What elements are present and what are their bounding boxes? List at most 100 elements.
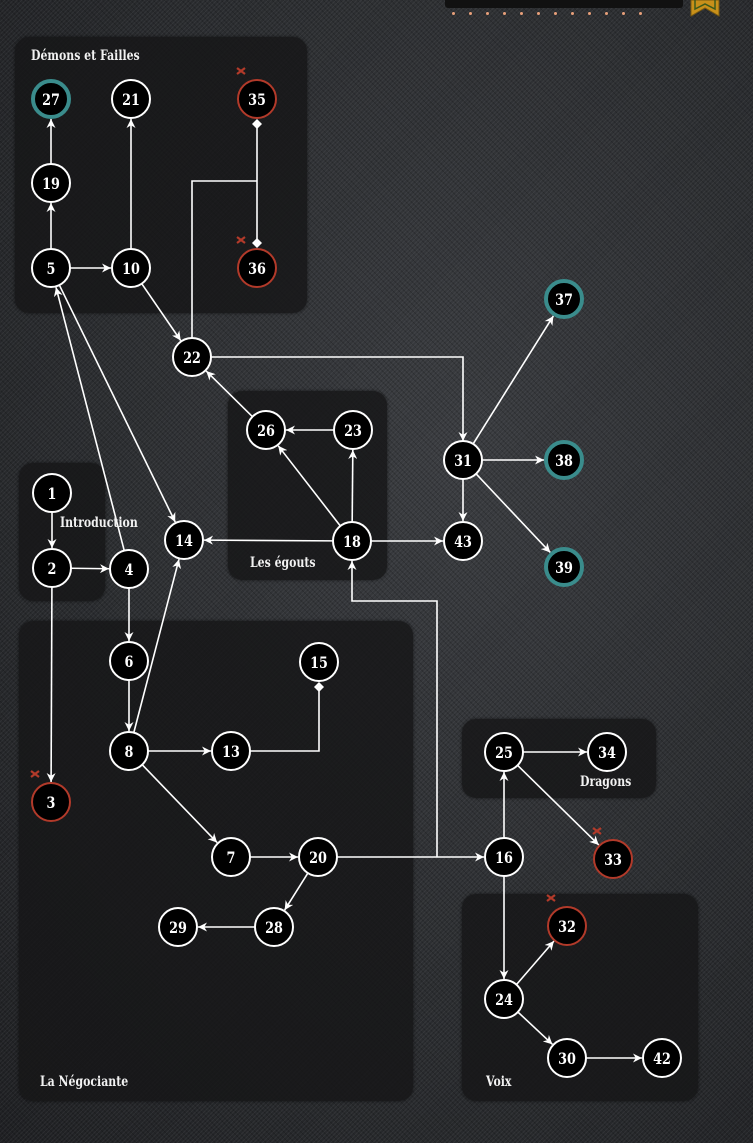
node-8[interactable]: 8 [109, 731, 149, 771]
edge-26-to-22 [205, 370, 254, 418]
node-label: 8 [125, 743, 134, 762]
node-39[interactable]: 39 [544, 547, 584, 587]
node-label: 16 [495, 849, 513, 868]
node-label: 38 [555, 452, 573, 471]
bookmark-ribbon-icon[interactable] [690, 0, 720, 17]
node-22[interactable]: 22 [172, 337, 212, 377]
node-circle [158, 907, 198, 947]
node-circle [32, 473, 72, 513]
node-circle [332, 521, 372, 561]
node-label: 39 [555, 559, 573, 578]
node-circle [31, 248, 71, 288]
node-29[interactable]: 29 [158, 907, 198, 947]
node-14[interactable]: 14 [164, 520, 204, 560]
node-label: 23 [344, 422, 362, 441]
node-25[interactable]: 25 [484, 732, 524, 772]
edge-25-to-33 [516, 764, 600, 846]
node-4[interactable]: 4 [109, 549, 149, 589]
node-6[interactable]: 6 [109, 641, 149, 681]
edge-18-to-23 [348, 449, 358, 523]
node-7[interactable]: 7 [211, 837, 251, 877]
node-24[interactable]: 24 [484, 979, 524, 1019]
node-circle [164, 520, 204, 560]
node-circle [544, 440, 584, 480]
group-label: Dragons [580, 774, 632, 790]
node-38[interactable]: 38 [544, 440, 584, 480]
edge-18-to-14 [203, 535, 334, 545]
node-label: 13 [222, 743, 240, 762]
node-21[interactable]: 21 [111, 79, 151, 119]
node-43[interactable]: 43 [443, 521, 483, 561]
top-banner [445, 0, 683, 15]
node-3[interactable]: 3 [30, 770, 71, 822]
node-15[interactable]: 15 [299, 642, 339, 682]
node-10[interactable]: 10 [111, 248, 151, 288]
node-circle [298, 837, 338, 877]
node-circle [547, 906, 587, 946]
node-label: 7 [227, 849, 236, 868]
node-label: 28 [265, 919, 283, 938]
node-36[interactable]: 36 [236, 236, 277, 288]
node-label: 30 [558, 1050, 576, 1069]
node-35[interactable]: 35 [236, 67, 277, 119]
node-circle [484, 732, 524, 772]
node-31[interactable]: 31 [443, 440, 483, 480]
edge-10-to-22 [141, 283, 182, 341]
node-circle [299, 642, 339, 682]
node-label: 6 [125, 653, 134, 672]
node-13[interactable]: 13 [211, 731, 251, 771]
edge-4-to-5 [53, 287, 126, 551]
edge-22-to-35-36 [191, 180, 257, 338]
node-circle [109, 731, 149, 771]
node-33[interactable]: 33 [592, 827, 633, 879]
node-circle [32, 548, 72, 588]
node-circle [484, 837, 524, 877]
node-circle [443, 521, 483, 561]
node-label: 29 [169, 919, 187, 938]
node-28[interactable]: 28 [254, 907, 294, 947]
node-32[interactable]: 32 [546, 894, 587, 946]
edge-24-to-32 [515, 940, 555, 986]
node-circle [254, 907, 294, 947]
node-20[interactable]: 20 [298, 837, 338, 877]
node-19[interactable]: 19 [31, 163, 71, 203]
cross-icon [30, 770, 40, 778]
node-1[interactable]: 1 [32, 473, 72, 513]
node-label: 43 [454, 533, 472, 552]
node-27[interactable]: 27 [31, 79, 71, 119]
cross-icon [236, 67, 246, 75]
node-label: 32 [558, 918, 576, 937]
node-circle [593, 839, 633, 879]
edge-5-to-14 [58, 284, 176, 523]
node-circle [109, 549, 149, 589]
node-circle [111, 79, 151, 119]
edge-13-to-15 [250, 682, 324, 752]
node-circle [484, 979, 524, 1019]
node-label: 31 [454, 452, 472, 471]
node-label: 19 [42, 175, 60, 194]
node-label: 21 [122, 91, 140, 110]
node-circle [211, 731, 251, 771]
node-37[interactable]: 37 [544, 279, 584, 319]
node-5[interactable]: 5 [31, 248, 71, 288]
node-16[interactable]: 16 [484, 837, 524, 877]
node-label: 37 [555, 291, 573, 310]
node-label: 1 [48, 485, 57, 504]
group-label-introduction: Introduction [60, 515, 138, 531]
node-circle [547, 1038, 587, 1078]
edge-20-to-18 [347, 561, 438, 857]
node-label: 22 [183, 349, 201, 368]
node-34[interactable]: 34 [587, 732, 627, 772]
group-label: Les égouts [250, 555, 316, 571]
node-2[interactable]: 2 [32, 548, 72, 588]
node-30[interactable]: 30 [547, 1038, 587, 1078]
node-42[interactable]: 42 [642, 1038, 682, 1078]
group-label: La Négociante [40, 1074, 129, 1090]
node-18[interactable]: 18 [332, 521, 372, 561]
node-circle [544, 279, 584, 319]
node-label: 25 [495, 744, 513, 763]
node-label: 18 [343, 533, 361, 552]
node-26[interactable]: 26 [246, 410, 286, 450]
node-23[interactable]: 23 [333, 410, 373, 450]
node-circle [642, 1038, 682, 1078]
